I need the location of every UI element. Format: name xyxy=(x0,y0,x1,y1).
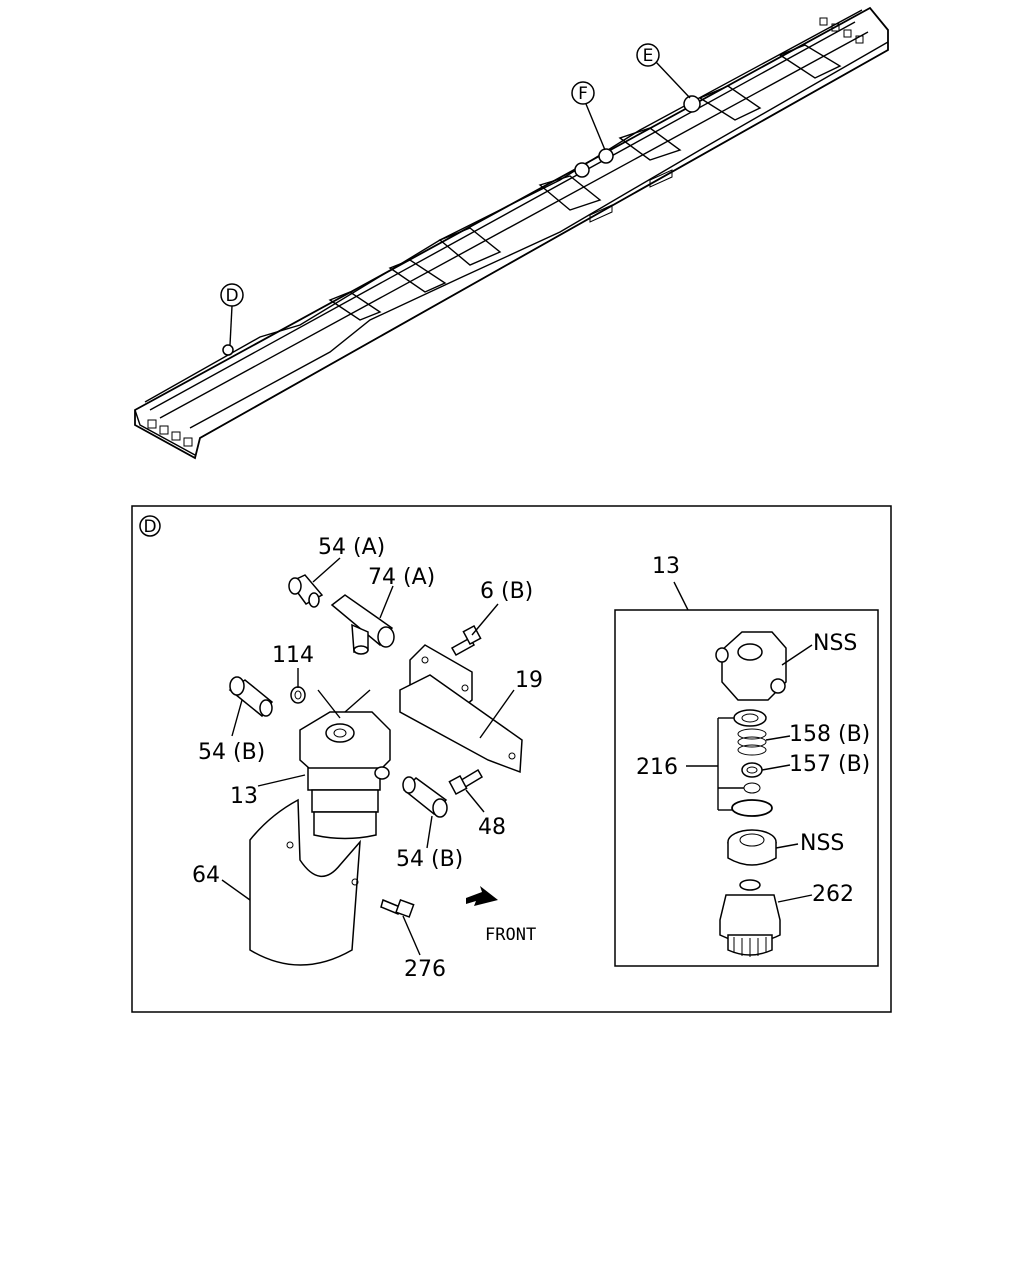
detail-13-title-leader xyxy=(673,581,689,611)
callout-d-label: D xyxy=(225,286,238,306)
filter-bowl-262 xyxy=(719,879,781,957)
bracket-19 xyxy=(399,644,523,774)
detail-13-frame xyxy=(614,609,879,967)
label-157b: 157 (B) xyxy=(789,752,870,777)
label-19: 19 xyxy=(515,668,543,693)
o-ring-large xyxy=(731,799,773,817)
detail-d-tag: D xyxy=(139,515,161,537)
label-front: FRONT xyxy=(485,925,536,945)
label-13: 13 xyxy=(230,784,258,809)
detail-d-leaders xyxy=(221,557,515,956)
detail-13-title: 13 xyxy=(652,554,680,579)
elbow-74a xyxy=(330,594,395,655)
label-64: 64 xyxy=(192,863,220,888)
spring-158b xyxy=(737,728,767,756)
nut-114 xyxy=(290,686,306,704)
front-arrow xyxy=(466,886,498,906)
callout-e-label: E xyxy=(643,46,654,66)
fitting-54b-right xyxy=(402,776,448,818)
fitting-54b-left xyxy=(228,676,274,718)
shield-64 xyxy=(249,798,361,966)
label-54b-right: 54 (B) xyxy=(396,847,463,872)
o-ring-small xyxy=(743,782,761,794)
label-262: 262 xyxy=(812,882,854,907)
detail-d-frame xyxy=(131,505,892,1013)
bolt-48 xyxy=(448,768,484,796)
bolt-276 xyxy=(380,898,415,918)
label-158b: 158 (B) xyxy=(789,722,870,747)
filter-assembly-13 xyxy=(299,711,391,840)
callout-d: D xyxy=(220,283,244,346)
callout-f: F xyxy=(571,81,606,151)
callout-e: E xyxy=(636,43,691,99)
seal-ring-top xyxy=(733,709,767,727)
filter-element xyxy=(727,829,777,866)
detail-13-leaders xyxy=(686,644,813,903)
label-48: 48 xyxy=(478,815,506,840)
label-114: 114 xyxy=(272,643,314,668)
label-276: 276 xyxy=(404,957,446,982)
label-nss-element: NSS xyxy=(800,831,844,856)
label-74a: 74 (A) xyxy=(368,565,435,590)
label-nss-head: NSS xyxy=(813,631,857,656)
part-157b xyxy=(741,762,763,778)
label-54a: 54 (A) xyxy=(318,535,385,560)
label-216: 216 xyxy=(636,755,678,780)
label-6b: 6 (B) xyxy=(480,579,533,604)
chassis-frame xyxy=(134,6,889,460)
fitting-54a xyxy=(288,574,324,608)
callout-f-label: F xyxy=(578,84,588,104)
detail-d-tag-label: D xyxy=(143,517,156,537)
label-54b-left: 54 (B) xyxy=(198,740,265,765)
filter-head xyxy=(715,631,787,701)
